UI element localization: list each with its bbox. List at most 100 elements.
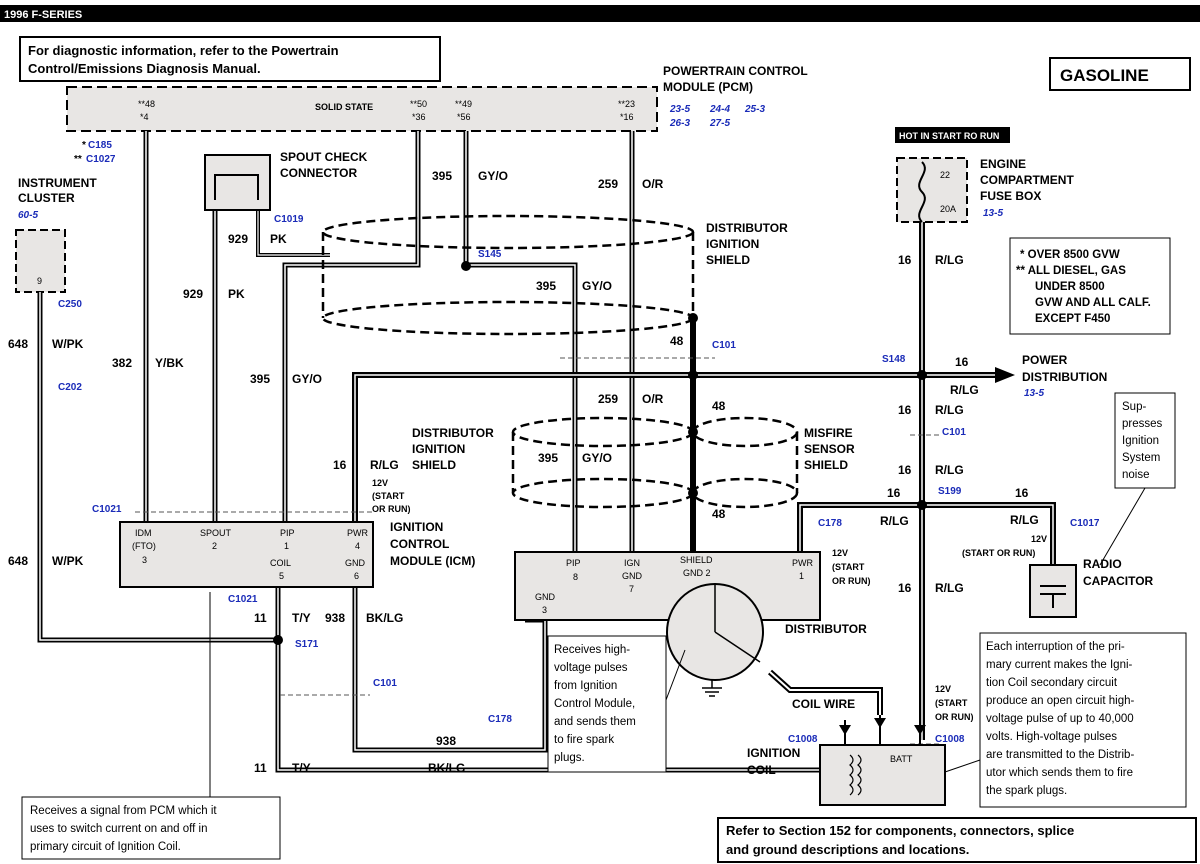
dist-ign-gnd: GND: [622, 571, 643, 581]
wire-rlg-coil: R/LG: [935, 581, 964, 595]
wire-259-b: 259: [598, 392, 618, 406]
wire-rlg-power: R/LG: [950, 383, 979, 397]
pcm-pin-50: **50: [410, 99, 427, 109]
ground-icon: [702, 680, 722, 697]
connector-c1017: C1017: [1070, 518, 1100, 529]
pcm-ref-3: 25-3: [744, 104, 765, 115]
coil-label-1: IGNITION: [747, 746, 800, 760]
dist-gnd-pin: 3: [542, 605, 547, 615]
fuse-hot-label: HOT IN START RO RUN: [899, 131, 999, 141]
coil-arrow-3: [914, 725, 926, 735]
icm-coil: COIL: [270, 558, 291, 568]
wire-11-a: 11: [254, 611, 267, 625]
fuse-hot-bar: [895, 127, 1010, 143]
header-bar: [0, 5, 1200, 22]
distributor-label: DISTRIBUTOR: [785, 622, 867, 636]
connector-c1021-b: C1021: [228, 594, 258, 605]
connector-c178-b: C178: [488, 714, 512, 725]
wire-bklg-b: BK/LG: [428, 761, 465, 775]
power-dist-label-1: POWER: [1022, 353, 1068, 367]
footnote-5: EXCEPT F450: [1035, 313, 1110, 325]
coil-12v: 12V: [935, 684, 951, 694]
note-coil-l1: Each interruption of the pri-: [986, 641, 1125, 653]
note-dist-l6: to fire spark: [554, 734, 614, 746]
wire-11-b: 11: [254, 761, 267, 775]
dist-pwr: PWR: [792, 558, 813, 568]
fuse-label-1: ENGINE: [980, 157, 1026, 171]
wire-rlg-left: R/LG: [880, 514, 909, 528]
rotor-icon: [714, 585, 761, 663]
pcm-module: [66, 86, 658, 132]
wire-rlg-fuse: R/LG: [935, 253, 964, 267]
wire-rlg-s148: R/LG: [935, 403, 964, 417]
dist-shield-top: [321, 214, 695, 336]
cluster-label-2: CLUSTER: [18, 191, 75, 205]
wire-48-a: 48: [670, 334, 684, 348]
dist-ign-pin: 7: [629, 584, 634, 594]
dist-shield-mid-label-1: DISTRIBUTOR: [412, 426, 494, 440]
coil-wire-label: COIL WIRE: [792, 697, 855, 711]
note-coil-box: [979, 632, 1187, 808]
radio-cap-label-2: CAPACITOR: [1083, 574, 1154, 588]
wire-or-b: O/R: [642, 392, 664, 406]
note-coil-l2: mary current makes the Igni-: [986, 659, 1133, 671]
fuse-box: [896, 157, 968, 223]
pcm-label-2: MODULE (PCM): [663, 80, 753, 94]
pcm-ref-5: 27-5: [709, 118, 730, 129]
wire-938-a: 938: [325, 611, 345, 625]
coil-arrow-2: [874, 718, 886, 728]
dist-gnd: GND: [535, 592, 556, 602]
splice-s199: [917, 500, 927, 510]
fuse-pin: 22: [940, 170, 950, 180]
connector-c1019: C1019: [274, 214, 304, 225]
note-dist-pointer: [665, 649, 686, 701]
wire-rlg-right: R/LG: [1010, 513, 1039, 527]
fuse-label-2: COMPARTMENT: [980, 173, 1074, 187]
misfire-label-2: SENSOR: [804, 442, 855, 456]
wire-395-b: 395: [536, 279, 556, 293]
icm-12v: 12V: [372, 478, 388, 488]
pcm-ref-1: 23-5: [669, 104, 690, 115]
wire-395-d: 395: [538, 451, 558, 465]
coil-batt: BATT: [890, 754, 913, 764]
cluster-ref: 60-5: [18, 210, 38, 221]
wire-938-b: 938: [436, 734, 456, 748]
note-icm-l3: primary circuit of Ignition Coil.: [30, 841, 181, 853]
note-coil-l8: utor which sends them to fire: [986, 767, 1133, 779]
wire-or-a: O/R: [642, 177, 664, 191]
c185-prefix: *: [82, 140, 86, 151]
suppress-l4: System: [1122, 452, 1160, 464]
icm-idm: IDM: [135, 528, 152, 538]
header-title: 1996 F-SERIES: [4, 9, 82, 21]
connector-c1021-a: C1021: [92, 504, 122, 515]
connector-s148: S148: [882, 354, 906, 365]
note-dist-l4: Control Module,: [554, 698, 635, 710]
wire-pk-a: PK: [270, 232, 287, 246]
dist-shield-mid-label-2: IGNITION: [412, 442, 465, 456]
dist-or-run: OR RUN): [832, 576, 871, 586]
icm-gnd-pin: 6: [354, 571, 359, 581]
wire-16-power: 16: [955, 355, 969, 369]
power-arrow: [995, 367, 1015, 383]
dist-shield-top-label-2: IGNITION: [706, 237, 759, 251]
fuse-ref: 13-5: [983, 208, 1003, 219]
spout-label-2: CONNECTOR: [280, 166, 357, 180]
note-icm-box: [21, 796, 281, 860]
note-coil-l7: are transmitted to the Distrib-: [986, 749, 1134, 761]
wire-382: 382: [112, 356, 132, 370]
fuse-label-3: FUSE BOX: [980, 189, 1041, 203]
note-coil-l6: volts. High-voltage pulses: [986, 731, 1117, 743]
icm-pwr: PWR: [347, 528, 368, 538]
wire-rlg-icm: R/LG: [370, 458, 399, 472]
wire-648-upper: 648: [8, 337, 28, 351]
radio-cap-label-1: RADIO: [1083, 557, 1122, 571]
diag-note-box: [19, 36, 441, 82]
coil-label-2: COIL: [747, 763, 776, 777]
c1027-label: C1027: [86, 154, 116, 165]
splice-s148: [917, 370, 927, 380]
pcm-pin-49: **49: [455, 99, 472, 109]
misfire-shield: [691, 416, 799, 509]
note-dist-l1: Receives high-: [554, 644, 630, 656]
pcm-pin-4: *4: [140, 112, 149, 122]
junction-dot: [688, 370, 698, 380]
